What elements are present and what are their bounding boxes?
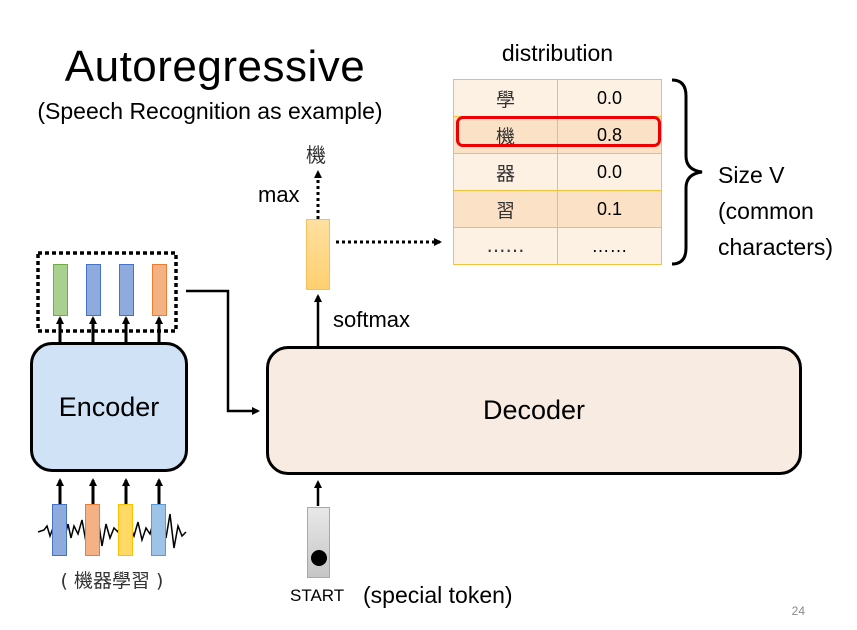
output-char: 機 bbox=[306, 143, 326, 167]
encoder-output-vector bbox=[53, 264, 68, 316]
slide-subtitle: (Speech Recognition as example) bbox=[37, 98, 383, 124]
distribution-prob: 0.0 bbox=[557, 153, 662, 191]
vocab-size-line: characters) bbox=[718, 234, 834, 260]
encoder-input-vector bbox=[52, 504, 67, 556]
slide-title: Autoregressive bbox=[64, 42, 366, 91]
encoder-output-vector bbox=[119, 264, 134, 316]
vocab-size-label: Size V (common characters) bbox=[718, 157, 833, 265]
distribution-char: 習 bbox=[453, 190, 558, 228]
distribution-table: 學 0.0 機 0.8 器 0.0 習 0.1 …… …… bbox=[453, 79, 662, 265]
vocab-size-line: (common bbox=[718, 198, 814, 224]
start-label: START bbox=[290, 586, 345, 605]
encoder-block: Encoder bbox=[30, 342, 188, 472]
distribution-prob: 0.8 bbox=[557, 116, 662, 154]
max-label: max bbox=[258, 182, 300, 207]
max-highlight-box bbox=[456, 116, 661, 147]
decoder-block: Decoder bbox=[266, 346, 802, 475]
vocab-size-line: Size V bbox=[718, 162, 785, 188]
distribution-row: 學 0.0 bbox=[453, 79, 662, 117]
decoder-label: Decoder bbox=[482, 395, 586, 425]
distribution-label: distribution bbox=[501, 40, 614, 66]
encoder-output-vector bbox=[152, 264, 167, 316]
encoder-input-vector bbox=[151, 504, 166, 556]
distribution-char: …… bbox=[453, 227, 558, 265]
encoder-input-vector bbox=[118, 504, 133, 556]
start-token-vector bbox=[307, 507, 330, 578]
input-caption: ( 機器學習 ) bbox=[60, 570, 164, 592]
start-token-dot-icon bbox=[311, 550, 327, 566]
distribution-row: 器 0.0 bbox=[453, 153, 662, 191]
encoder-output-vector bbox=[86, 264, 101, 316]
distribution-prob: …… bbox=[557, 227, 662, 265]
page-number: 24 bbox=[791, 604, 805, 618]
distribution-row: …… …… bbox=[453, 227, 662, 265]
curly-brace-icon bbox=[671, 78, 703, 266]
distribution-row: 習 0.1 bbox=[453, 190, 662, 228]
softmax-output-vector bbox=[306, 219, 330, 290]
encoder-label: Encoder bbox=[58, 391, 160, 422]
softmax-label: softmax bbox=[333, 307, 411, 332]
encoder-input-vector bbox=[85, 504, 100, 556]
distribution-prob: 0.1 bbox=[557, 190, 662, 228]
distribution-char: 器 bbox=[453, 153, 558, 191]
distribution-row: 機 0.8 bbox=[453, 116, 662, 154]
start-note: (special token) bbox=[363, 582, 513, 608]
